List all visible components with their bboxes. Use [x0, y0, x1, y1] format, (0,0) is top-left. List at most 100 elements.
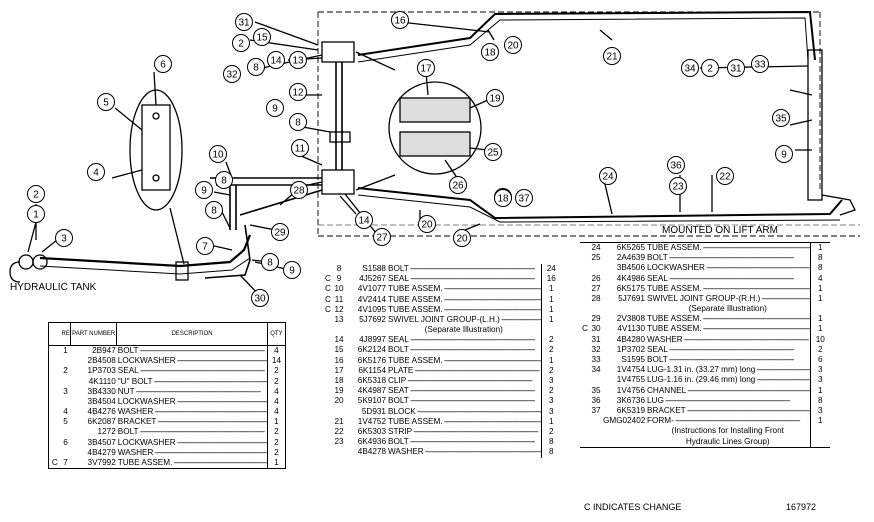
table-row: 144J8997SEAL2 [323, 335, 561, 346]
callout-9: 9 [266, 99, 284, 117]
ref-no: 12 [334, 304, 344, 314]
parts-table-1: REF NO PART NUMBER DESCRIPTION QTY 12B94… [48, 322, 286, 470]
svg-text:13: 13 [292, 56, 304, 67]
svg-text:2: 2 [707, 64, 713, 75]
description: SEAL [646, 274, 810, 284]
part-number: 3K6736 [616, 395, 645, 405]
ref-no: 8 [336, 264, 342, 273]
callout-20: 20 [418, 215, 436, 233]
svg-text:27: 27 [376, 233, 388, 244]
callout-35: 35 [772, 109, 790, 127]
quantity: 2 [540, 386, 561, 397]
callout-34: 34 [681, 59, 699, 77]
change-flag [49, 346, 61, 357]
quantity: 4 [266, 407, 286, 418]
part-number: 4V1130 [617, 324, 645, 334]
ref-no: 17 [334, 365, 344, 375]
callout-2: 2 [701, 59, 719, 77]
ref-no: 2 [63, 366, 68, 376]
description: BOLT [387, 396, 541, 406]
part-number: 1V4755 [616, 375, 645, 385]
callout-29: 29 [271, 223, 289, 241]
svg-text:1: 1 [33, 210, 39, 221]
ref-no [333, 407, 345, 417]
description: BLOCK [387, 407, 541, 417]
quantity: 1 [540, 294, 561, 305]
quantity: 14 [266, 356, 286, 367]
callout-36: 36 [667, 156, 685, 174]
ref-no: 30 [591, 324, 601, 334]
description: BOLT [117, 346, 268, 357]
quantity: 8 [540, 437, 561, 448]
part-number: 6K1154 [358, 365, 386, 375]
change-flag [580, 304, 590, 314]
ref-no [333, 325, 345, 335]
callout-15: 15 [253, 28, 271, 46]
description: TUBE ASSEM. [387, 305, 541, 315]
callout-7: 7 [196, 237, 214, 255]
ref-no: 31 [591, 334, 601, 344]
description: SEAL [646, 345, 810, 355]
quantity: 6 [809, 355, 830, 366]
ref-no: 36 [591, 395, 601, 405]
quantity [809, 436, 830, 448]
part-number: 4K4986 [616, 273, 645, 283]
table-row: Hydraulic Lines Group) [580, 436, 830, 448]
description: (Separate Illustration) [688, 304, 767, 314]
part-number: 2V3808 [616, 314, 645, 324]
part-number: 6K2124 [357, 345, 386, 355]
mounted-on-lift-arm-label: MOUNTED ON LIFT ARM [662, 225, 778, 236]
quantity: 2 [266, 447, 286, 459]
svg-text:11: 11 [295, 144, 306, 155]
quantity [809, 304, 830, 315]
ref-no: 37 [591, 406, 601, 415]
quantity: 2 [266, 376, 286, 387]
table-row: 376K5319BRACKET3 [580, 406, 830, 417]
change-flag [323, 335, 333, 345]
ref-no: 35 [591, 385, 601, 395]
ref-no [61, 356, 71, 366]
description: LOCKWASHER [646, 263, 810, 273]
callout-30: 30 [251, 289, 269, 307]
part-number: 6K4936 [357, 437, 386, 447]
change-flag [49, 438, 61, 448]
part-number: 4V1077 [357, 284, 386, 294]
description: TUBE ASSEM. [646, 325, 810, 335]
ref-no: 13 [334, 314, 344, 324]
table-row: 252A4639BOLT8 [580, 253, 830, 264]
callout-24: 24 [599, 167, 617, 185]
description: LUG-1.16 in. (29.46 mm) long [646, 375, 810, 385]
change-flag [580, 416, 590, 426]
ref-no: 14 [334, 335, 344, 345]
svg-text:2: 2 [238, 39, 244, 50]
quantity: 1 [809, 293, 830, 305]
ref-no: 25 [591, 253, 601, 263]
callout-8: 8 [261, 253, 279, 271]
callout-18: 18 [494, 189, 512, 207]
ref-no: 6 [63, 437, 68, 447]
quantity [540, 325, 561, 336]
description: BOLT [387, 437, 541, 447]
change-flag [580, 396, 590, 406]
part-number: 2A4639 [616, 253, 645, 263]
change-flag [580, 406, 590, 416]
ref-no: 24 [591, 242, 601, 252]
callout-27: 27 [373, 228, 391, 246]
ref-no [590, 416, 602, 426]
table-row: 4B4279WASHER2 [49, 447, 286, 459]
table-row: 314B4280WASHER10 [580, 334, 830, 345]
description: SEAL [117, 366, 268, 376]
callout-10: 10 [209, 145, 227, 163]
callout-26: 26 [449, 176, 467, 194]
quantity: 1 [266, 458, 286, 469]
change-flag [323, 325, 333, 335]
quantity: 1 [809, 324, 830, 335]
part-number: 5J7691 [618, 293, 645, 303]
ref-no: 1 [63, 345, 68, 355]
svg-text:8: 8 [221, 176, 227, 187]
change-flag [580, 284, 590, 294]
part-number: 6K5176 [357, 355, 386, 365]
